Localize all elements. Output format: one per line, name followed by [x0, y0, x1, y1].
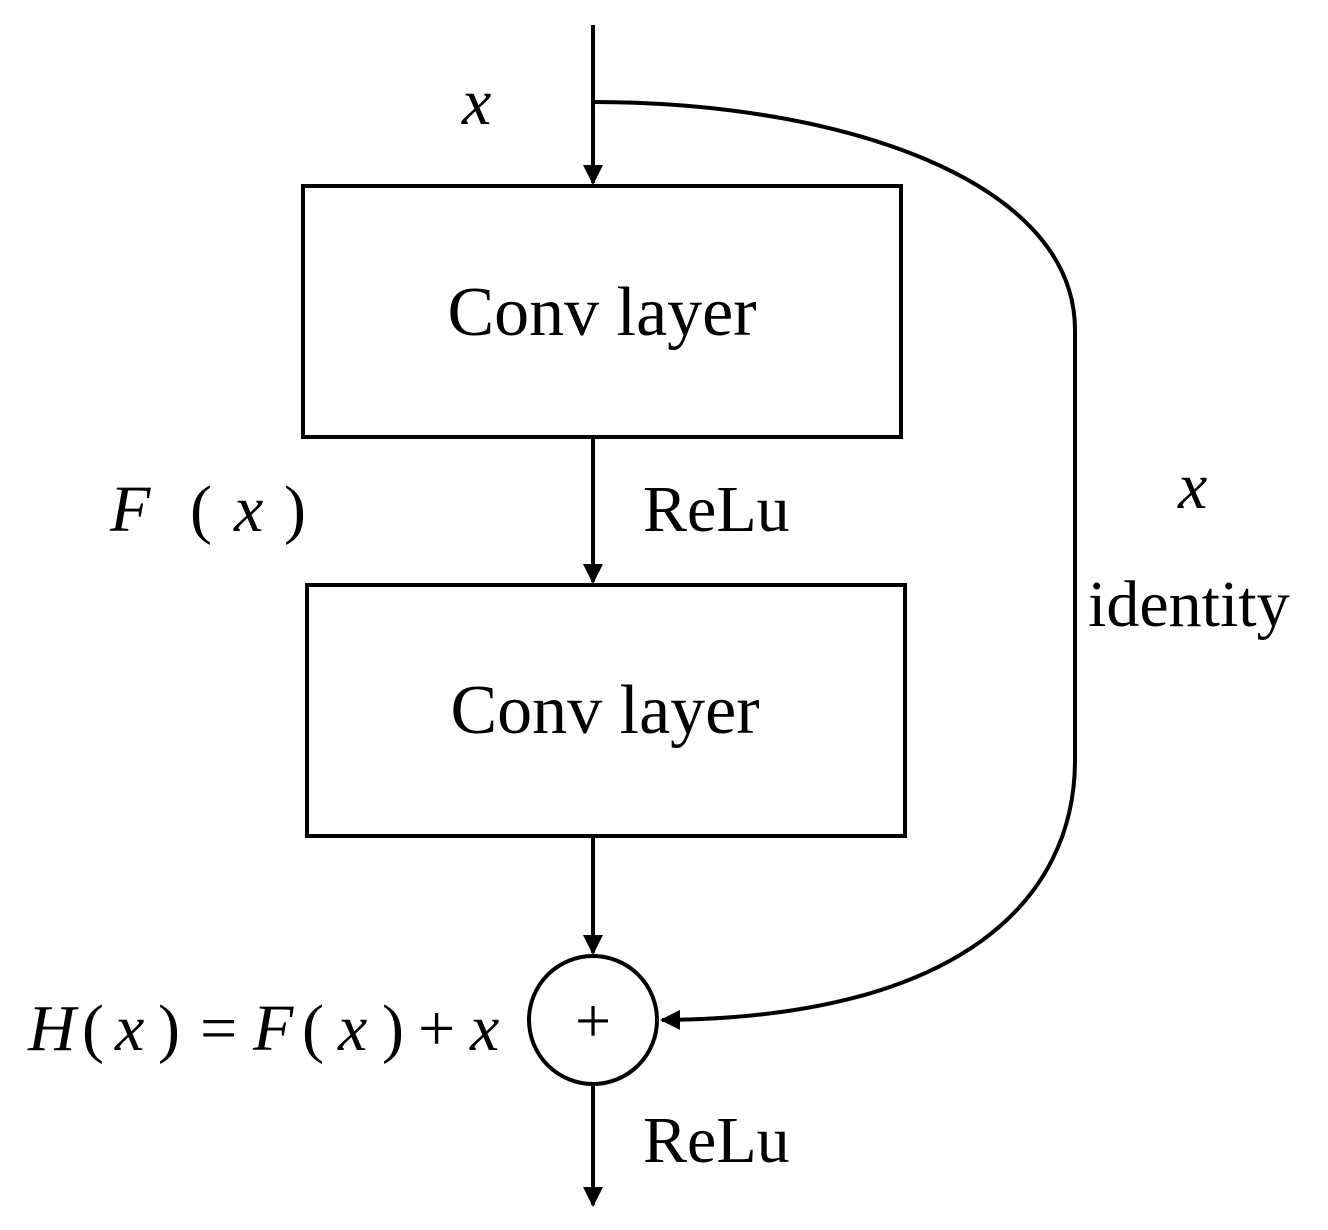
input-label: x	[461, 66, 491, 139]
relu-label-top: ReLu	[643, 473, 790, 546]
h-eq-eq: =	[200, 992, 237, 1065]
h-eq-x3: x	[469, 992, 499, 1065]
h-eq-F: F	[252, 992, 294, 1065]
h-eq-close1: )	[158, 992, 180, 1065]
conv-layer-box-1	[301, 184, 903, 439]
f-label-F: F	[109, 473, 151, 546]
h-eq-x2: x	[337, 992, 367, 1065]
h-eq-x1: x	[114, 992, 144, 1065]
skip-x-label: x	[1177, 450, 1207, 523]
conv-layer-label-2: Conv layer	[450, 672, 759, 749]
h-eq-open2: (	[302, 992, 324, 1065]
f-label: F ( x )	[109, 473, 306, 546]
f-label-close: )	[284, 473, 306, 546]
plus-icon: +	[575, 985, 611, 1056]
h-eq-close2: )	[382, 992, 404, 1065]
h-equation: H ( x ) = F ( x ) + x	[27, 992, 499, 1065]
conv-layer-box-2	[305, 583, 907, 838]
skip-identity-label: identity	[1088, 568, 1290, 641]
relu-label-bottom: ReLu	[643, 1104, 790, 1177]
skip-connection	[592, 100, 1077, 1030]
sum-node	[527, 954, 659, 1086]
f-label-x: x	[233, 473, 263, 546]
h-eq-H: H	[27, 992, 79, 1065]
h-eq-plus: +	[418, 992, 455, 1065]
h-eq-open1: (	[82, 992, 104, 1065]
conv-layer-label-1: Conv layer	[447, 274, 756, 351]
f-label-open: (	[190, 473, 212, 546]
